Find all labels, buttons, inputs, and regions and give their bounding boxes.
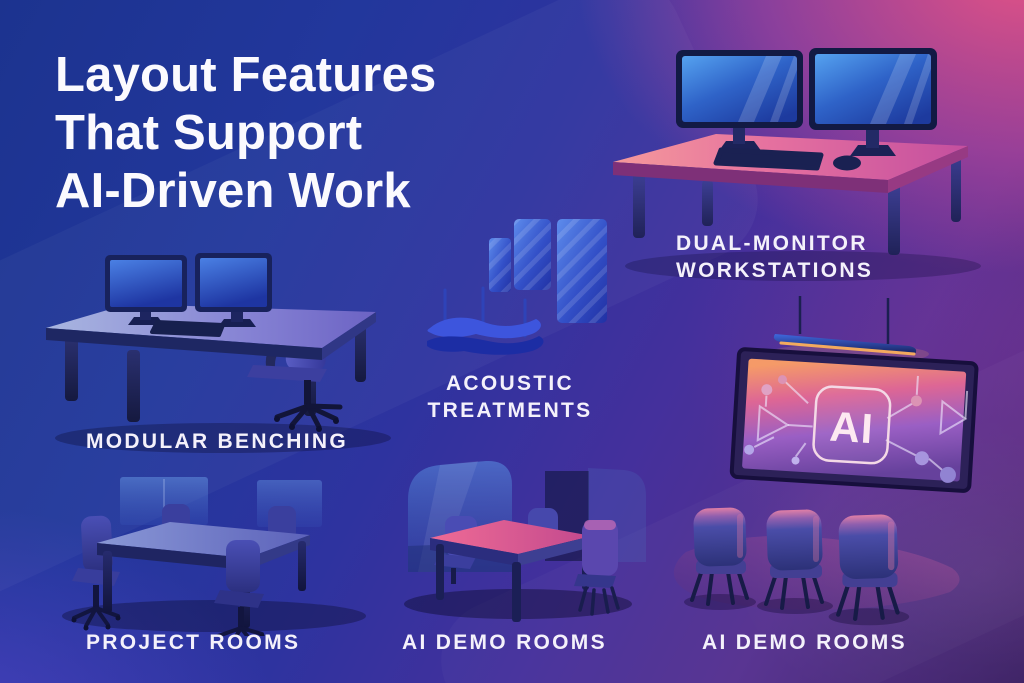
- label-ai-demo-rooms-table: AI DEMO ROOMS: [402, 631, 607, 654]
- ai-demo-room-illustration: [404, 460, 646, 622]
- bench-monitor-right: [195, 253, 272, 327]
- monitor-left: [676, 50, 803, 152]
- circuit-nodes: [744, 375, 956, 483]
- chair-front-right: [214, 540, 265, 636]
- label-dual-monitor-workstations: DUAL-MONITOR WORKSTATIONS: [676, 232, 874, 282]
- audience-chair-1: [684, 507, 756, 610]
- circuit-lines: [753, 375, 969, 473]
- modular-benching-illustration: [46, 253, 391, 453]
- ai-display-illustration: AI: [729, 296, 979, 493]
- desk-legs: [633, 150, 961, 255]
- chair-back-right: [268, 506, 296, 540]
- bench-monitor-left: [105, 255, 187, 325]
- project-rooms-illustration: [62, 477, 366, 636]
- label-acoustic-treatments: ACOUSTIC TREATMENTS: [427, 372, 593, 422]
- audience-chair-2: [757, 509, 833, 614]
- chair-right: [574, 520, 620, 616]
- ai-demo-seating-illustration: [673, 507, 960, 626]
- dual-monitor-workstation-illustration: [613, 48, 981, 281]
- audience-chair-3: [828, 514, 910, 626]
- ai-badge-outline: [812, 385, 892, 465]
- ai-screen: AI: [729, 347, 979, 493]
- mouse: [833, 155, 861, 171]
- label-modular-benching: MODULAR BENCHING: [86, 430, 348, 453]
- label-project-rooms: PROJECT ROOMS: [86, 631, 301, 654]
- keyboard: [713, 147, 824, 171]
- acoustic-treatments-illustration: [427, 219, 607, 355]
- label-ai-demo-rooms-seating: AI DEMO ROOMS: [702, 631, 907, 654]
- poster-title: Layout Features That Support AI-Driven W…: [55, 48, 437, 218]
- desk-shadow: [625, 251, 981, 281]
- bench-keyboard: [150, 320, 225, 337]
- ai-badge-text: AI: [828, 403, 875, 453]
- room-shadow: [62, 600, 366, 632]
- monitor-right: [809, 48, 937, 156]
- acoustic-panels: [489, 219, 607, 323]
- sound-wave: [427, 286, 544, 355]
- bench-shadow: [55, 423, 391, 453]
